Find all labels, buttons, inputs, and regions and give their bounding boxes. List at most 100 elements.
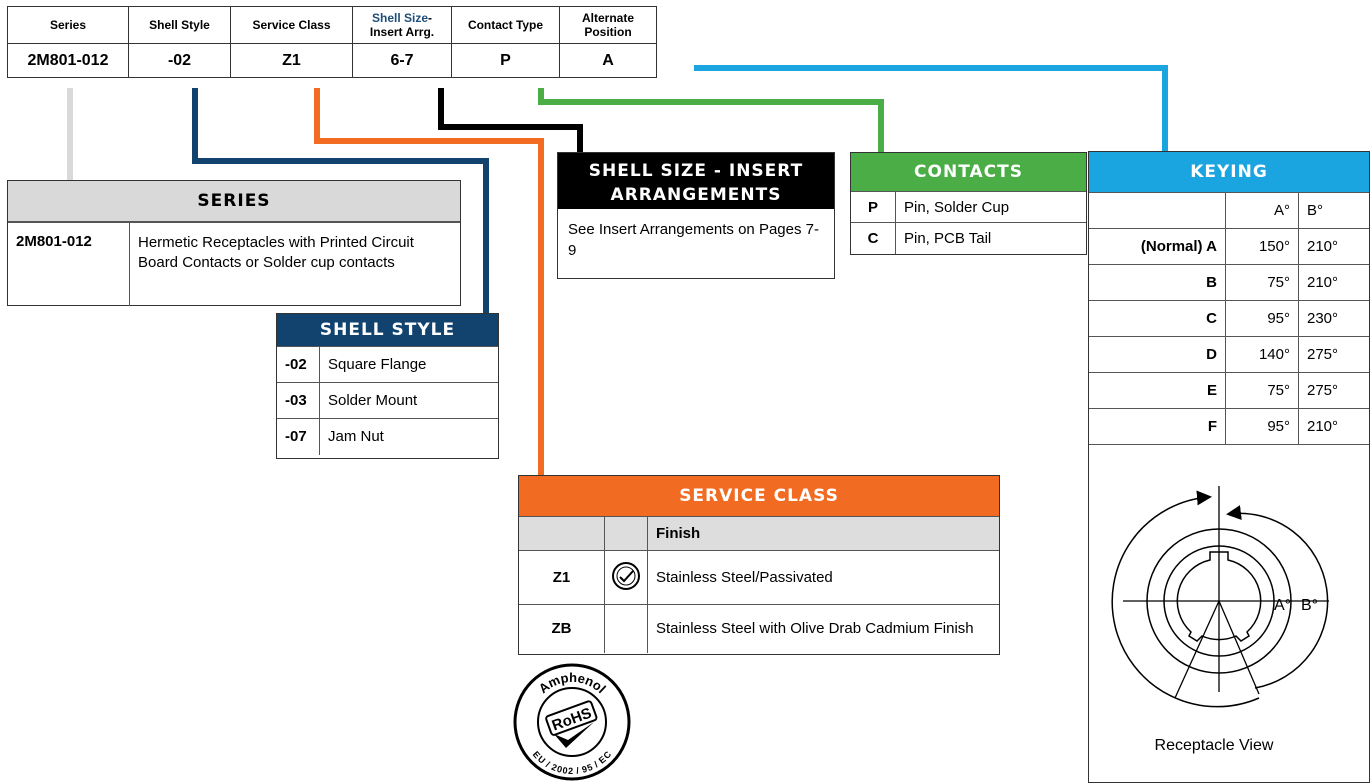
shell-size-connector-v1 <box>438 88 444 129</box>
shell-size-text: See Insert Arrangements on Pages 7-9 <box>568 221 819 259</box>
keying-connector-h <box>694 65 1168 71</box>
keying-row: F 95° 210° <box>1089 408 1369 445</box>
keying-b: 275° <box>1298 372 1369 409</box>
value-contact-type: P <box>451 43 560 78</box>
header-series: Series <box>7 6 129 44</box>
contacts-row: C Pin, PCB Tail <box>851 222 1086 254</box>
keying-position: B <box>1089 264 1226 301</box>
service-class-header-row: Finish <box>519 516 999 551</box>
shell-style-row: -02 Square Flange <box>277 346 498 383</box>
keying-a: 75° <box>1225 372 1299 409</box>
header-alternate: Alternate <box>581 11 634 25</box>
shell-style-connector-v1 <box>192 88 198 163</box>
service-class-row: Z1 Stainless Steel/Passivated <box>519 550 999 605</box>
service-class-title: SERVICE CLASS <box>519 476 999 516</box>
shell-style-code: -07 <box>277 418 320 455</box>
keying-b: 275° <box>1298 336 1369 373</box>
contacts-table: P Pin, Solder Cup C Pin, PCB Tail <box>851 191 1086 254</box>
keying-col-b: B° <box>1298 192 1369 229</box>
keying-b: 210° <box>1298 264 1369 301</box>
header-shell-size-dash: - <box>428 11 433 25</box>
shell-style-desc: Square Flange <box>319 346 498 383</box>
keying-position: F <box>1089 408 1226 445</box>
series-title: SERIES <box>8 181 460 222</box>
contacts-connector-v1 <box>538 88 544 105</box>
keying-row: E 75° 275° <box>1089 372 1369 409</box>
header-shell-style: Shell Style <box>128 6 231 44</box>
keying-a: 150° <box>1225 228 1299 265</box>
contacts-connector-h <box>538 99 884 105</box>
keying-a: 95° <box>1225 300 1299 337</box>
diagram-label-b: B° <box>1301 597 1318 614</box>
value-shell-size: 6-7 <box>352 43 452 78</box>
keying-title: KEYING <box>1089 152 1369 192</box>
shell-size-title: SHELL SIZE - INSERT ARRANGEMENTS <box>558 153 834 209</box>
keying-row: (Normal) A 150° 210° <box>1089 228 1369 265</box>
shell-style-code: -03 <box>277 382 320 419</box>
contact-desc: Pin, PCB Tail <box>895 222 1086 254</box>
keying-col-a: A° <box>1225 192 1299 229</box>
service-class-blank-icon <box>604 604 648 653</box>
contact-code: C <box>851 222 896 254</box>
shell-style-connector-h <box>192 158 489 164</box>
keying-box: KEYING A° B° (Normal) A 150° 210° B 75° … <box>1088 151 1370 783</box>
service-class-box: SERVICE CLASS Finish Z1 Stainless Steel/… <box>518 475 1000 655</box>
contacts-row: P Pin, Solder Cup <box>851 191 1086 223</box>
header-position: Position <box>584 25 632 39</box>
keying-header-row: A° B° <box>1089 192 1369 229</box>
contacts-connector-v2 <box>878 99 884 153</box>
value-series: 2M801-012 <box>7 43 129 78</box>
service-class-connector-h <box>314 138 544 144</box>
contacts-title: CONTACTS <box>851 153 1086 191</box>
diagram-label-a: A° <box>1274 597 1291 614</box>
value-shell-style: -02 <box>128 43 231 78</box>
service-class-table: Finish Z1 Stainless Steel/Passivated ZB … <box>519 516 999 653</box>
shell-style-code: -02 <box>277 346 320 383</box>
keying-row: B 75° 210° <box>1089 264 1369 301</box>
service-class-header-icon <box>604 516 648 551</box>
keying-position: C <box>1089 300 1226 337</box>
keying-a: 75° <box>1225 264 1299 301</box>
keying-b: 230° <box>1298 300 1369 337</box>
series-description: Hermetic Receptacles with Printed Circui… <box>129 222 460 306</box>
value-alternate-position: A <box>559 43 657 78</box>
service-class-finish: Stainless Steel with Olive Drab Cadmium … <box>647 604 999 653</box>
shell-style-connector-v2 <box>483 158 489 314</box>
series-box: SERIES 2M801-012 Hermetic Receptacles wi… <box>7 180 461 306</box>
header-service-class: Service Class <box>230 6 353 44</box>
series-connector <box>67 88 73 181</box>
shell-size-title-line1: SHELL SIZE - INSERT <box>588 161 804 181</box>
service-class-connector-v2 <box>538 138 544 476</box>
shell-style-desc: Jam Nut <box>319 418 498 455</box>
header-contact-type: Contact Type <box>451 6 560 44</box>
amphenol-rohs-logo: Amphenol EU / 2002 / 95 / EC RoHS <box>513 663 631 781</box>
service-class-connector-v1 <box>314 88 320 143</box>
shell-style-row: -03 Solder Mount <box>277 382 498 419</box>
service-class-code: ZB <box>519 604 605 653</box>
service-class-finish-header: Finish <box>647 516 999 551</box>
keying-connector-v <box>1162 65 1168 152</box>
contact-desc: Pin, Solder Cup <box>895 191 1086 223</box>
keying-row: D 140° 275° <box>1089 336 1369 373</box>
shell-style-box: SHELL STYLE -02 Square Flange -03 Solder… <box>276 313 499 459</box>
shell-size-box: SHELL SIZE - INSERT ARRANGEMENTS See Ins… <box>557 152 835 279</box>
service-class-row: ZB Stainless Steel with Olive Drab Cadmi… <box>519 604 999 653</box>
shell-size-connector-v2 <box>577 124 583 153</box>
keying-a: 140° <box>1225 336 1299 373</box>
shell-style-desc: Solder Mount <box>319 382 498 419</box>
receptacle-keying-diagram: A° B° Receptacle View <box>1111 486 1329 754</box>
keying-position: D <box>1089 336 1226 373</box>
keying-table: A° B° (Normal) A 150° 210° B 75° 210° C … <box>1089 192 1369 445</box>
header-shell-size-label: Shell Size <box>371 11 429 25</box>
value-service-class: Z1 <box>230 43 353 78</box>
header-shell-size: Shell Size-Insert Arrg. <box>352 6 452 44</box>
series-code: 2M801-012 <box>8 222 130 306</box>
header-insert-arrg: Insert Arrg. <box>369 25 435 39</box>
shell-size-title-line2: ARRANGEMENTS <box>610 185 782 205</box>
shell-size-connector-h <box>438 124 583 130</box>
contact-code: P <box>851 191 896 223</box>
series-table: 2M801-012 Hermetic Receptacles with Prin… <box>8 222 460 306</box>
service-class-code: Z1 <box>519 550 605 605</box>
shell-style-title: SHELL STYLE <box>277 314 498 346</box>
shell-style-table: -02 Square Flange -03 Solder Mount -07 J… <box>277 346 498 455</box>
